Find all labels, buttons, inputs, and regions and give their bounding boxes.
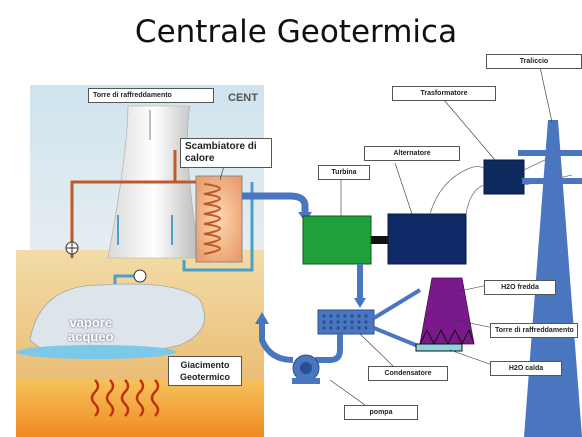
pylon-crossarm [518, 150, 582, 156]
pump-feed-pipe [315, 334, 343, 363]
pylon-crossarm [522, 178, 582, 184]
transmission-pylon [524, 120, 582, 437]
label-traliccio: Traliccio [486, 54, 582, 69]
label-torre-raffreddamento-left: Torre di raffreddamento [88, 88, 214, 103]
label-giacimento-geotermico: Giacimento Geotermico [168, 356, 242, 386]
label-scambiatore-calore: Scambiatore di calore [180, 138, 272, 168]
pump-return-arrow [255, 312, 269, 324]
leader-scambiatore [219, 165, 225, 181]
pump-rotor-icon [300, 362, 312, 374]
vapore-acqueo-label: vapore acqueo [68, 316, 114, 344]
condenser-grid [322, 314, 368, 330]
leader-pompa [329, 379, 366, 406]
label-h2o-calda: H2O calda [490, 361, 562, 376]
pump-base [292, 378, 320, 384]
exchanger-coil [203, 183, 221, 255]
power-schematic [149, 66, 582, 437]
geothermal-illustration [16, 85, 312, 437]
label-h2o-fredda: H2O fredda [484, 280, 556, 295]
vapore-line-1: vapore [69, 315, 113, 330]
label-trasformatore: Trasformatore [392, 86, 496, 101]
heat-wave [120, 379, 130, 417]
label-alternatore: Alternatore [364, 146, 460, 161]
leader-traliccio [539, 66, 553, 123]
alternator-block [387, 213, 467, 265]
panel-header-partial: CENT [228, 92, 258, 104]
transformer-block [483, 159, 525, 195]
water-layer [16, 345, 176, 359]
turbine-block [302, 215, 372, 265]
shaft-coupling [371, 236, 388, 244]
label-turbina: Turbina [318, 165, 370, 180]
leader-trasformatore [443, 99, 496, 161]
leader-condensatore [359, 333, 394, 367]
heat-wave [105, 379, 115, 417]
label-torre-raffreddamento-right: Torre di raffreddamento [490, 323, 578, 338]
heat-wave [135, 379, 145, 417]
leader-h2o-calda [449, 349, 496, 367]
pump-return-pipe [259, 322, 294, 363]
heat-wave [90, 379, 100, 417]
heat-wave [150, 379, 160, 417]
cooling-feed-pipe [372, 288, 422, 320]
cold-pipe-return [182, 182, 254, 272]
page-title: Centrale Geotermica [134, 14, 458, 50]
hot-pipe [70, 180, 196, 258]
label-condensatore: Condensatore [368, 366, 448, 381]
steam-pipe [242, 192, 309, 214]
label-pompa: pompa [344, 405, 418, 420]
cooling-return-pipe [373, 326, 419, 348]
leader-torre-right [454, 319, 495, 329]
leader-h2o-fredda [454, 284, 489, 293]
h2o-calda-bar [415, 343, 463, 352]
power-line [429, 166, 485, 215]
vapore-line-2: acqueo [68, 329, 114, 344]
pump-symbol-icon [133, 269, 147, 283]
turbine-symbol-cross [66, 242, 78, 254]
leader-alternatore [394, 162, 413, 215]
steam-down-arrow [354, 298, 366, 308]
hot-rock-layer [16, 380, 264, 437]
power-line [465, 184, 485, 215]
cooling-tower-right [419, 277, 475, 345]
